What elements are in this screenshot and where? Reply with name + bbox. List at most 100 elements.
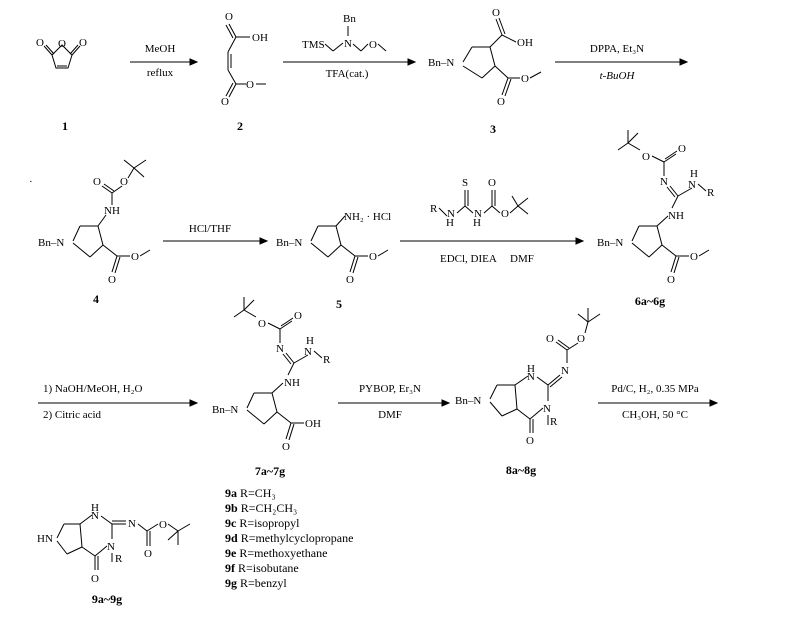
reagent-tms-amine: TMS N Bn O bbox=[302, 13, 387, 52]
atom-h: H bbox=[446, 217, 454, 229]
arrowhead-icon bbox=[441, 399, 451, 407]
atom-n: N bbox=[276, 343, 284, 355]
reagent-n: N bbox=[344, 38, 352, 50]
condition-s1-top: MeOH bbox=[145, 43, 176, 55]
condition-s1-bottom: reflux bbox=[147, 67, 174, 79]
compound-2-structure: O OH O O bbox=[221, 11, 268, 108]
atom-bn-n: Bn–N bbox=[276, 237, 302, 249]
r-group-id: 9f bbox=[225, 561, 236, 575]
compound-label-1: 1 bbox=[62, 119, 68, 133]
atom-h: H bbox=[91, 502, 99, 514]
arrowhead-icon bbox=[709, 399, 719, 407]
r-group-id: 9b bbox=[225, 501, 238, 515]
compound-label-5: 5 bbox=[336, 297, 342, 311]
r-group-text: R=benzyl bbox=[240, 576, 287, 590]
atom-o: O bbox=[294, 310, 302, 322]
reagent-boc-thiourea: R H N S N H O O bbox=[430, 177, 529, 229]
atom-h: H bbox=[306, 335, 314, 347]
atom-o: O bbox=[108, 274, 116, 286]
atom-o: O bbox=[501, 208, 509, 220]
arrowhead-icon bbox=[189, 58, 199, 66]
compound-label-8: 8a~8g bbox=[506, 463, 536, 477]
condition-s7-top: PYBOP, Er₃N bbox=[359, 383, 421, 395]
r-group-text: R=isobutane bbox=[238, 561, 299, 575]
r-group-id: 9d bbox=[225, 531, 238, 545]
atom-o: O bbox=[93, 176, 101, 188]
atom-o: O bbox=[577, 333, 585, 345]
atom-n: N bbox=[660, 176, 668, 188]
atom-oh: OH bbox=[252, 32, 268, 44]
r-group-text: R=CH₃ bbox=[240, 486, 276, 500]
condition-s6-bottom: 2) Citric acid bbox=[43, 409, 102, 421]
atom-o: O bbox=[36, 37, 44, 49]
atom-bn-n: Bn–N bbox=[597, 237, 623, 249]
atom-bn-n: Bn–N bbox=[428, 57, 454, 69]
atom-r: R bbox=[707, 187, 715, 199]
r-group-text: R=methoxyethane bbox=[239, 546, 327, 560]
r-group-text: R=isopropyl bbox=[239, 516, 300, 530]
atom-nh: NH bbox=[284, 377, 300, 389]
atom-o: O bbox=[221, 96, 229, 108]
compound-8-structure: Bn–N H N N R O N O O bbox=[455, 308, 601, 447]
atom-nh: NH bbox=[104, 205, 120, 217]
atom-o: O bbox=[492, 7, 500, 19]
atom-o: O bbox=[91, 573, 99, 585]
atom-o: O bbox=[120, 176, 128, 188]
atom-oh: OH bbox=[517, 37, 533, 49]
atom-o: O bbox=[258, 318, 266, 330]
atom-h: H bbox=[690, 168, 698, 180]
atom-nh2-hcl: NH₂ · HCl bbox=[344, 211, 391, 223]
atom-bn-n: Bn–N bbox=[38, 237, 64, 249]
r-group-text: R=methylcyclopropane bbox=[241, 531, 354, 545]
condition-s5-bottom-2: DMF bbox=[510, 253, 534, 265]
compound-4-structure: · Bn–N NH O O O O bbox=[29, 159, 151, 286]
reagent-o: O bbox=[369, 39, 377, 51]
atom-r: R bbox=[115, 553, 123, 565]
compound-7-structure: Bn–N NH N H N R O O O OH bbox=[212, 297, 331, 453]
atom-o: O bbox=[546, 333, 554, 345]
compound-label-4: 4 bbox=[93, 292, 99, 306]
condition-s3-bottom: t-BuOH bbox=[600, 70, 636, 82]
atom-nh: NH bbox=[668, 210, 684, 222]
r-group-id: 9a bbox=[225, 486, 237, 500]
compound-1-structure: O O O bbox=[36, 37, 87, 69]
compound-label-6: 6a~6g bbox=[635, 294, 665, 308]
atom-n: N bbox=[128, 518, 136, 530]
arrowhead-icon bbox=[189, 399, 199, 407]
atom-oh: OH bbox=[305, 418, 321, 430]
r-group-id: 9c bbox=[225, 516, 237, 530]
condition-s2-bottom: TFA(cat.) bbox=[326, 68, 369, 80]
atom-n: N bbox=[107, 541, 115, 553]
atom-n: N bbox=[447, 208, 455, 220]
condition-s8-top: Pd/C, H₂, 0.35 MPa bbox=[611, 383, 699, 395]
atom-o: O bbox=[497, 96, 505, 108]
atom-n: N bbox=[474, 208, 482, 220]
atom-r: R bbox=[550, 416, 558, 428]
atom-o: O bbox=[131, 251, 139, 263]
compound-9-structure: HN H N N R O N O O bbox=[37, 502, 191, 585]
atom-n: N bbox=[543, 403, 551, 415]
atom-o: O bbox=[369, 251, 377, 263]
arrowhead-icon bbox=[259, 237, 269, 245]
compound-5-structure: Bn–N NH₂ · HCl O O bbox=[276, 211, 391, 286]
atom-o: O bbox=[521, 73, 529, 85]
condition-s7-bottom: DMF bbox=[378, 409, 402, 421]
atom-o: O bbox=[246, 79, 254, 91]
condition-s5-bottom: EDCl, DIEA bbox=[440, 253, 497, 265]
reagent-tms: TMS bbox=[302, 39, 325, 51]
atom-o: O bbox=[282, 441, 290, 453]
atom-o: O bbox=[488, 177, 496, 189]
atom-o: O bbox=[690, 251, 698, 263]
compound-6-structure: Bn–N NH N H N R O O O O bbox=[597, 130, 715, 286]
atom-r: R bbox=[323, 354, 331, 366]
condition-s3-top: DPPA, Et₃N bbox=[590, 43, 644, 55]
atom-o: O bbox=[526, 435, 534, 447]
atom-bn-n: Bn–N bbox=[455, 395, 481, 407]
